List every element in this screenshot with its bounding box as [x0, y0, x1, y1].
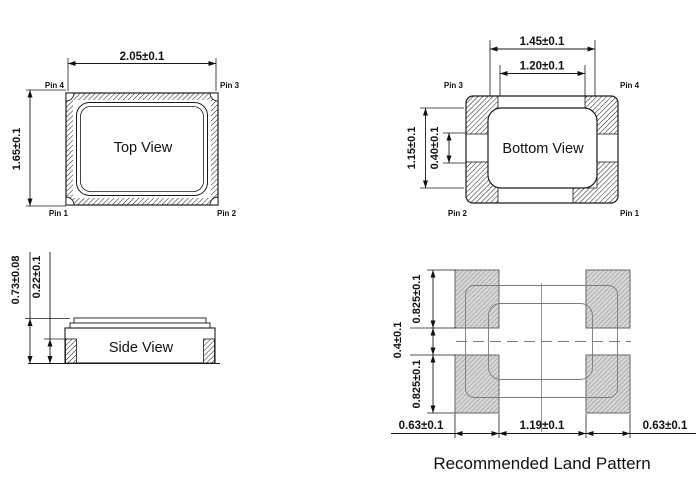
- bottom-view-pad-gap-label: 1.20±0.1: [520, 61, 565, 73]
- top-view-height-label: 1.65±0.1: [11, 128, 23, 171]
- top-view-pin4-label: Pin 4: [45, 81, 65, 90]
- side-view-lid-base: [69, 322, 211, 329]
- side-view-terminal-height-dimension: 0.22±0.1: [31, 252, 66, 364]
- top-view-width-label: 2.05±0.1: [120, 51, 165, 63]
- top-view-pin2-label: Pin 2: [217, 209, 237, 218]
- bottom-view-title: Bottom View: [502, 141, 584, 157]
- side-view-total-height-dimension: 0.73±0.08: [10, 252, 70, 364]
- top-view-corner-notch-tl: [65, 92, 75, 102]
- side-view-body: [64, 327, 216, 364]
- bottom-view-pin4-label: Pin 4: [620, 81, 640, 90]
- side-view-terminal-left: [65, 338, 77, 364]
- top-view-lid-inner-line: [80, 106, 204, 192]
- land-pattern-pad-height-top-label: 0.825±0.1: [411, 275, 423, 324]
- land-pattern-horizontal-dimensions: 0.63±0.1 1.19±0.1 0.63±0.1: [391, 414, 696, 438]
- land-pattern-pad-height-bottom-label: 0.825±0.1: [411, 360, 423, 409]
- bottom-view-pad-gap-dimension: 1.20±0.1: [499, 61, 586, 96]
- land-pad-top-left: [454, 269, 500, 329]
- land-pattern-caption: Recommended Land Pattern: [433, 454, 650, 473]
- bottom-view-pad-height-label: 1.15±0.1: [406, 127, 418, 170]
- land-pattern-row-gap-label: 0.4±0.1: [392, 322, 404, 359]
- top-view-corner-notch-br: [209, 196, 219, 206]
- bottom-view-pad-pin1: [572, 161, 618, 203]
- top-view: Top View 2.05±0.1 1.65±0.1 Pin 4 Pin 3 P…: [11, 51, 240, 218]
- land-pattern-pad-width-left-label: 0.63±0.1: [399, 420, 444, 432]
- bottom-view-pad-span-dimension: 1.45±0.1: [489, 36, 596, 96]
- bottom-view-pad-height-dimension: 1.15±0.1: [406, 107, 464, 189]
- side-view-total-height-label: 0.73±0.08: [10, 256, 22, 305]
- top-view-body-outline: [65, 92, 219, 206]
- land-pad-bottom-right: [585, 354, 631, 414]
- side-view-terminal-right: [203, 338, 215, 364]
- bottom-view-pin1-label: Pin 1: [620, 209, 640, 218]
- side-view-title: Side View: [109, 340, 174, 356]
- top-view-pin1-label: Pin 1: [49, 209, 69, 218]
- bottom-view-pin2-label: Pin 2: [448, 209, 468, 218]
- top-view-width-dimension: 2.05±0.1: [67, 51, 217, 91]
- land-pattern-pad-width-right-label: 0.63±0.1: [643, 420, 688, 432]
- top-view-pin3-label: Pin 3: [220, 81, 240, 90]
- side-view-lid-top: [73, 317, 207, 324]
- top-view-corner-notch-bl: [65, 196, 75, 206]
- land-pad-top-right: [585, 269, 631, 329]
- bottom-view: Bottom View 1.45±0.1 1.20±0.1 1.15±0.1: [406, 36, 640, 218]
- bottom-view-pad-span-label: 1.45±0.1: [520, 36, 565, 48]
- land-pattern-vertical-dimensions: 0.825±0.1 0.4±0.1 0.825±0.1: [392, 269, 456, 414]
- land-pattern-col-gap-label: 1.19±0.1: [520, 420, 565, 432]
- bottom-view-pin3-label: Pin 3: [444, 81, 464, 90]
- top-view-corner-notch-tr: [209, 92, 219, 102]
- bottom-view-side-notch-dimension: 0.40±0.1: [429, 127, 466, 170]
- side-view-terminal-height-label: 0.22±0.1: [31, 256, 43, 299]
- land-pad-bottom-left: [454, 354, 500, 414]
- side-view: Side View 0.73±0.08 0.22±0.1: [10, 252, 220, 364]
- land-pattern: 0.825±0.1 0.4±0.1 0.825±0.1 0.63±0.1 1.1…: [391, 269, 696, 473]
- bottom-view-center-pad: [487, 107, 598, 189]
- bottom-view-body-outline: [465, 95, 619, 204]
- bottom-view-side-notch-label: 0.40±0.1: [429, 127, 441, 170]
- top-view-height-dimension: 1.65±0.1: [11, 89, 66, 207]
- top-view-lid: [76, 102, 208, 196]
- top-view-title: Top View: [114, 140, 173, 156]
